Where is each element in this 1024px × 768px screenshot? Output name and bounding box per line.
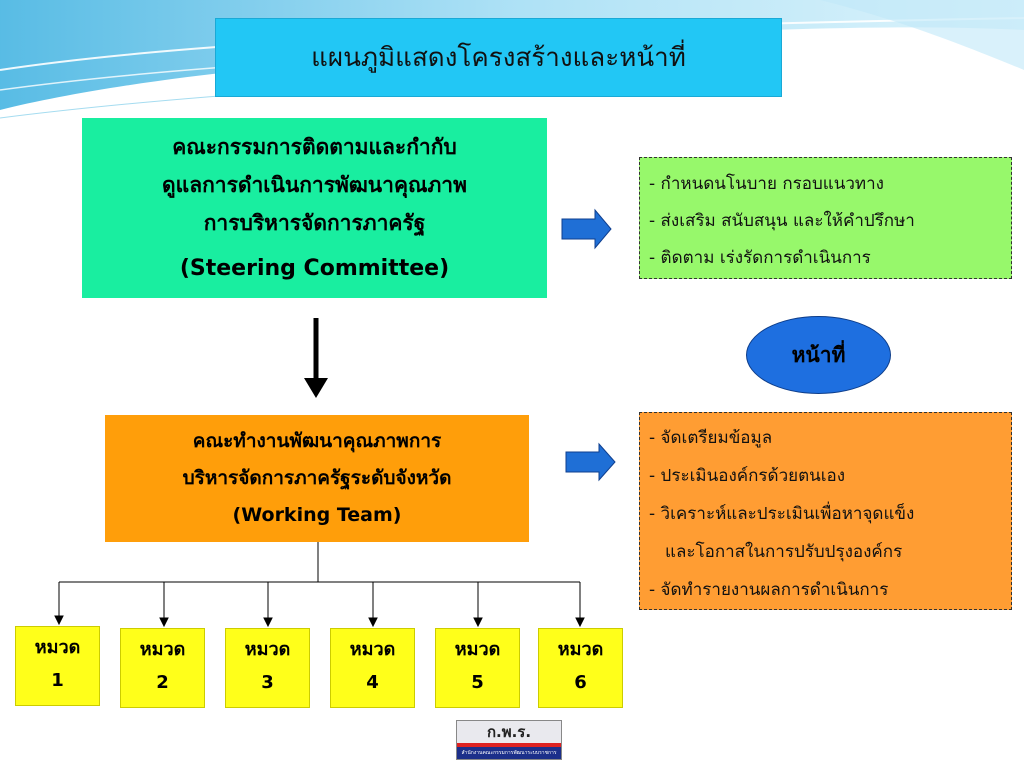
duty-item: - ติดตาม เร่งรัดการดำเนินการ (649, 248, 871, 268)
steering-duties-box: - กำหนดนโนบาย กรอบแนวทาง - ส่งเสริม สนับ… (639, 157, 1012, 279)
category-label: หมวด (557, 639, 604, 660)
chart-title: แผนภูมิแสดงโครงสร้างและหน้าที่ (215, 18, 782, 97)
steering-line: การบริหารจัดการภาครัฐ (203, 211, 426, 235)
category-box-6: หมวด 6 (538, 628, 623, 708)
duty-item: - จัดทำรายงานผลการดำเนินการ (649, 580, 889, 600)
steering-line: ดูแลการดำเนินการพัฒนาคุณภาพ (162, 173, 467, 197)
steering-committee-box: คณะกรรมการติดตามและกำกับ ดูแลการดำเนินกา… (82, 118, 547, 298)
category-box-5: หมวด 5 (435, 628, 520, 708)
working-line: คณะทำงานพัฒนาคุณภาพการ (192, 430, 442, 452)
category-box-4: หมวด 4 (330, 628, 415, 708)
opdc-logo: ก.พ.ร. สำนักงานคณะกรรมการพัฒนาระบบราชการ (456, 720, 562, 760)
working-duties-box: - จัดเตรียมข้อมูล - ประเมินองค์กรด้วยตนเ… (639, 412, 1012, 610)
category-box-3: หมวด 3 (225, 628, 310, 708)
logo-stripe (457, 743, 561, 747)
category-label: หมวด (244, 639, 291, 660)
right-arrow-icon (565, 442, 616, 482)
logo-text: ก.พ.ร. (457, 721, 561, 743)
category-label: หมวด (139, 639, 186, 660)
category-label: หมวด (34, 637, 81, 658)
duty-item: - ประเมินองค์กรด้วยตนเอง (649, 466, 846, 486)
category-number: 1 (51, 670, 64, 691)
category-number: 3 (261, 672, 274, 693)
category-number: 5 (471, 672, 484, 693)
duty-item: - วิเคราะห์และประเมินเพื่อหาจุดแข็ง (649, 504, 915, 524)
role-label-ellipse: หน้าที่ (746, 316, 891, 394)
category-box-1: หมวด 1 (15, 626, 100, 706)
right-arrow-icon (561, 208, 612, 250)
working-team-box: คณะทำงานพัฒนาคุณภาพการ บริหารจัดการภาครั… (105, 415, 529, 542)
working-english-name: (Working Team) (232, 504, 402, 526)
logo-subtext: สำนักงานคณะกรรมการพัฒนาระบบราชการ (457, 747, 561, 759)
working-line: บริหารจัดการภาครัฐระดับจังหวัด (182, 467, 452, 489)
category-number: 6 (574, 672, 587, 693)
duty-item: และโอกาสในการปรับปรุงองค์กร (665, 542, 903, 562)
category-label: หมวด (349, 639, 396, 660)
duty-item: - กำหนดนโนบาย กรอบแนวทาง (649, 174, 884, 194)
category-number: 2 (156, 672, 169, 693)
steering-line: คณะกรรมการติดตามและกำกับ (172, 135, 457, 159)
duty-item: - ส่งเสริม สนับสนุน และให้คำปรึกษา (649, 211, 915, 231)
category-tree-lines (54, 542, 585, 628)
duty-item: - จัดเตรียมข้อมูล (649, 428, 773, 448)
category-box-2: หมวด 2 (120, 628, 205, 708)
down-arrow-icon (304, 318, 328, 398)
category-number: 4 (366, 672, 379, 693)
category-label: หมวด (454, 639, 501, 660)
steering-english-name: (Steering Committee) (179, 256, 450, 281)
